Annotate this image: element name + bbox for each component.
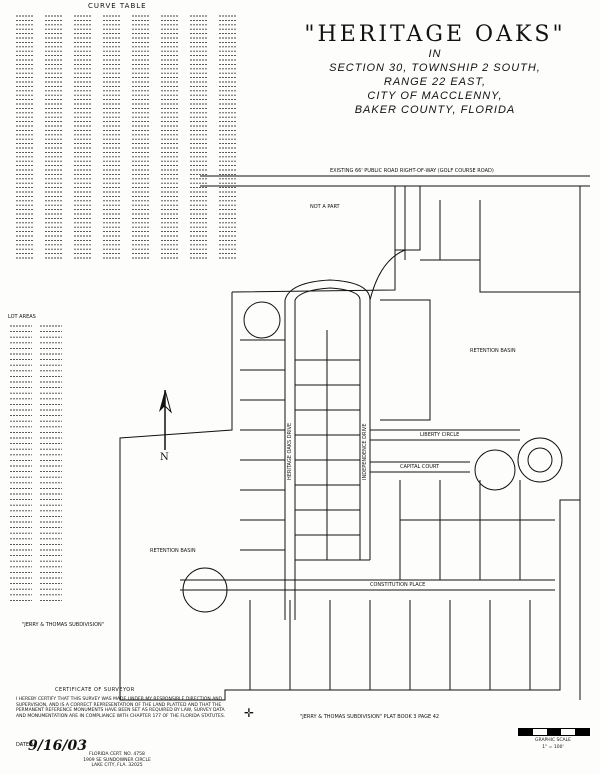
independence-drive-label: INDEPENDENCE DRIVE xyxy=(362,423,368,480)
lot-area-table: LOT AREAS xyxy=(8,314,70,610)
liberty-circle-label: LIBERTY CIRCLE xyxy=(420,432,459,438)
lot-area-title: LOT AREAS xyxy=(8,314,36,320)
certificate-title: CERTIFICATE OF SURVEYOR xyxy=(55,687,135,693)
crosshair-icon: ✛ xyxy=(244,706,255,720)
title-line-county: BAKER COUNTY, FLORIDA xyxy=(354,104,516,116)
title-line-in: IN xyxy=(428,48,442,60)
signature-date: 9/16/03 xyxy=(28,738,87,754)
title-block: "HERITAGE OAKS" IN SECTION 30, TOWNSHIP … xyxy=(285,22,585,117)
title-line-range: RANGE 22 EAST, xyxy=(383,76,487,88)
dated-label: DATED xyxy=(16,742,33,748)
lot-area-grid xyxy=(10,325,62,601)
title-line-section: SECTION 30, TOWNSHIP 2 SOUTH, xyxy=(329,62,541,74)
curve-table: CURVE TABLE xyxy=(8,2,248,272)
not-a-part-label: NOT A PART xyxy=(310,204,341,210)
graphic-scale: GRAPHIC SCALE 1" = 100' xyxy=(518,728,598,750)
capital-court-label: CAPITAL COURT xyxy=(400,464,440,470)
heritage-oaks-drive-label: HERITAGE OAKS DRIVE xyxy=(287,423,293,480)
north-arrow-icon xyxy=(159,390,172,450)
scale-bar xyxy=(518,728,590,736)
curve-table-title: CURVE TABLE xyxy=(88,2,147,10)
retention-basin-label-2: RETENTION BASIN xyxy=(150,548,196,554)
retention-basin-label-1: RETENTION BASIN xyxy=(470,348,516,354)
top-road-label: EXISTING 66' PUBLIC ROAD RIGHT-OF-WAY (G… xyxy=(330,168,494,174)
surveyor-info: FLORIDA CERT. NO. 4758 1909 SE SUNDOWNER… xyxy=(83,752,151,768)
scale-value: 1" = 100' xyxy=(542,745,564,750)
certificate-text: I HEREBY CERTIFY THAT THIS SURVEY WAS MA… xyxy=(16,697,226,719)
north-letter: N xyxy=(160,452,169,463)
jerry-thomas-label-left: "JERRY & THOMAS SUBDIVISION" xyxy=(22,622,104,628)
scale-label: GRAPHIC SCALE xyxy=(535,738,571,743)
curve-table-grid xyxy=(16,15,237,259)
title-line-city: CITY OF MACCLENNY, xyxy=(367,90,503,102)
plat-title: "HERITAGE OAKS" xyxy=(304,22,566,47)
constitution-place-label: CONSTITUTION PLACE xyxy=(370,582,425,588)
jerry-thomas-label-bottom: "JERRY & THOMAS SUBDIVISION" PLAT BOOK 3… xyxy=(300,714,439,720)
